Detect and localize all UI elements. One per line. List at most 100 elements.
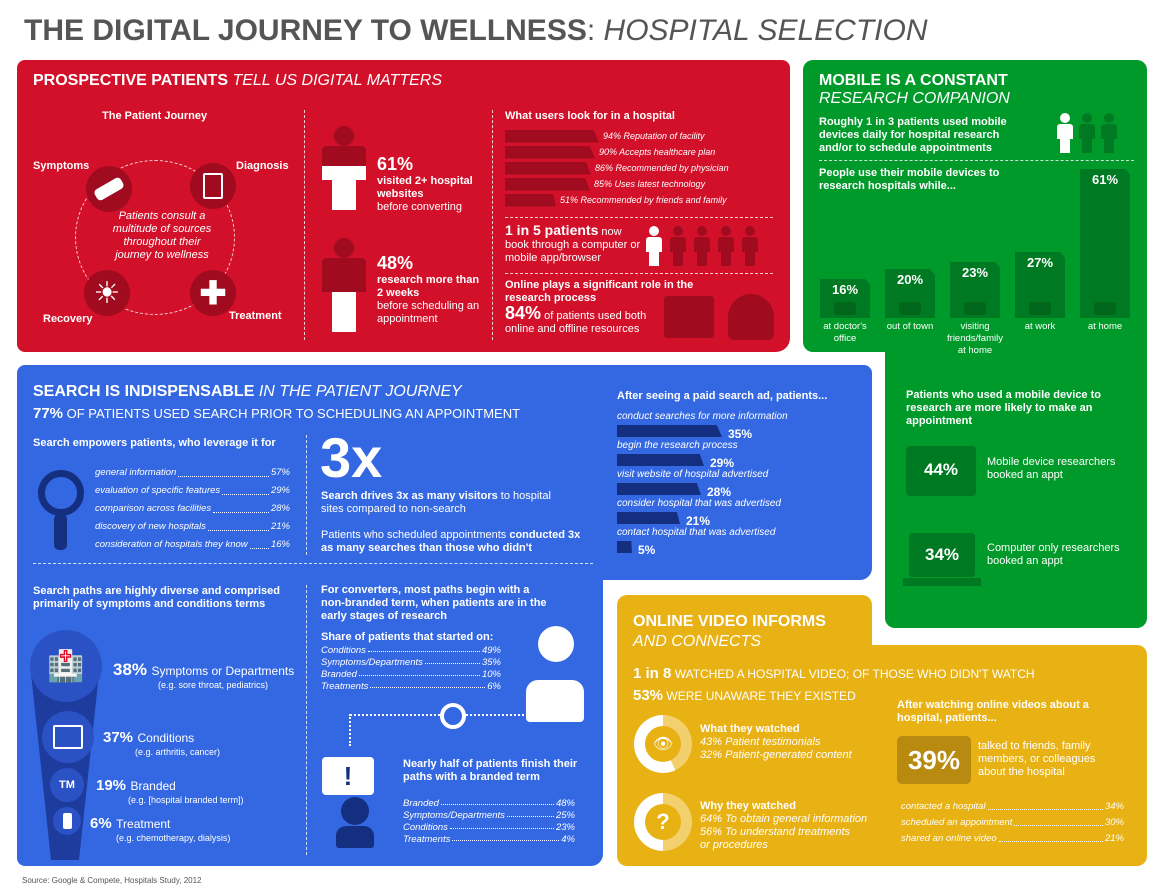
one-in-five: 1 in 5 patients now book through a compu… [505, 222, 641, 264]
path-conditions: 37% Conditions(e.g. arthritis, cancer) [103, 729, 221, 757]
video-line1: 1 in 8 WATCHED A HOSPITAL VIDEO; OF THOS… [633, 665, 1035, 682]
stage-symptoms: Symptoms [33, 160, 90, 172]
magnifier-handle [54, 514, 67, 550]
ad-value: 35% [728, 427, 753, 441]
look-for-label: 90% Accepts healthcare plan [599, 147, 716, 157]
person-icon [1057, 113, 1073, 153]
question-donut-icon: ? [634, 793, 692, 851]
look-for-title: What users look for in a hospital [505, 110, 675, 122]
person-torso [646, 237, 662, 252]
finish-title: Nearly half of patients finish their pat… [403, 758, 578, 783]
panel-gap [603, 580, 623, 600]
big-text: talked to friends, family members, or co… [978, 740, 1096, 778]
list-label: evaluation of specific features [95, 485, 221, 496]
stat-48: 48% research more than 2 weeks before sc… [377, 253, 480, 325]
tablet-touch-icon [664, 296, 714, 338]
eye-donut-icon: 👁 [634, 715, 692, 773]
dots [249, 536, 269, 549]
ad-label: contact hospital that was advertised [617, 527, 776, 538]
tablet-text: Mobile device researchers booked an appt [987, 456, 1116, 481]
three-people-icons [1057, 113, 1117, 153]
look-for-bar [505, 129, 599, 143]
dots [452, 834, 560, 841]
laptop-icon [909, 533, 975, 577]
person-torso [1079, 124, 1095, 139]
list-value: 21% [270, 521, 290, 532]
list-value: 57% [270, 467, 290, 478]
sun-icon: ☀ [84, 270, 130, 316]
list-value: 25% [555, 810, 575, 821]
journey-center-text: Patients consult a multitude of sources … [112, 210, 212, 261]
mobile-bar-value: 20% [896, 272, 924, 287]
dots [998, 831, 1103, 842]
ad-bar [617, 425, 722, 437]
search-panel-lower [17, 570, 603, 866]
converters-text: For converters, most paths begin with a … [321, 584, 547, 622]
list-label: Conditions [321, 645, 366, 656]
search-panel [17, 365, 872, 580]
stat-61: 61% visited 2+ hospital websites before … [377, 154, 473, 213]
look-for-bar [505, 145, 595, 159]
look-for-label: 86% Recommended by physician [595, 163, 729, 173]
path-branded: 19% Branded(e.g. [hospital branded term]… [96, 777, 244, 805]
person-icon [694, 226, 710, 266]
list-value: 16% [270, 539, 290, 550]
magnifier-icon [38, 470, 84, 516]
divider [505, 217, 773, 218]
person-head [1060, 113, 1070, 123]
prospective-heading: PROSPECTIVE PATIENTS TELL US DIGITAL MAT… [33, 72, 442, 89]
list-label: contacted a hospital [901, 801, 986, 812]
divider [306, 435, 307, 555]
doctor-icon [538, 626, 574, 662]
path-symptoms: 38% Symptoms or Departments(e.g. sore th… [113, 660, 295, 690]
person-icon [1079, 113, 1095, 153]
user-icon [341, 797, 369, 825]
look-for-label: 85% Uses latest technology [594, 179, 706, 189]
search-heading: SEARCH IS INDISPENSABLE IN THE PATIENT J… [33, 383, 462, 400]
divider [819, 160, 1134, 161]
mobile-bar-label: at doctor's office [823, 321, 867, 344]
ad-row: 35% [617, 423, 857, 441]
dots [207, 518, 269, 531]
ad-row: 5% [617, 539, 857, 557]
divider [492, 110, 493, 340]
person-torso [718, 237, 734, 252]
person-torso [1101, 124, 1117, 139]
house-icon [1094, 302, 1116, 315]
stage-diagnosis: Diagnosis [236, 160, 289, 172]
ad-row: 28% [617, 481, 857, 499]
journey-cycle-arrows [75, 160, 235, 315]
trademark-icon: TM [50, 768, 84, 802]
dots [367, 645, 480, 652]
mobile-bar-label: at work [1024, 321, 1056, 332]
list-item: contacted a hospital 34% [901, 799, 1124, 815]
person-icon-48 [322, 238, 366, 332]
three-x: 3x [320, 426, 383, 489]
ad-label: conduct searches for more information [617, 411, 788, 422]
list-value: 34% [1104, 801, 1124, 812]
person-head [721, 226, 731, 236]
dots [449, 822, 554, 829]
dots [222, 482, 269, 495]
list-value: 21% [1104, 833, 1124, 844]
ad-bar [617, 483, 701, 495]
five-people-icons [646, 226, 758, 266]
ad-bar [617, 512, 680, 524]
person-legs [649, 252, 659, 266]
dots [1014, 815, 1103, 826]
ad-label: begin the research process [617, 440, 738, 451]
hospital-icon: 🏥 [30, 630, 102, 702]
medicine-bottle-icon [53, 807, 81, 835]
person-head [697, 226, 707, 236]
